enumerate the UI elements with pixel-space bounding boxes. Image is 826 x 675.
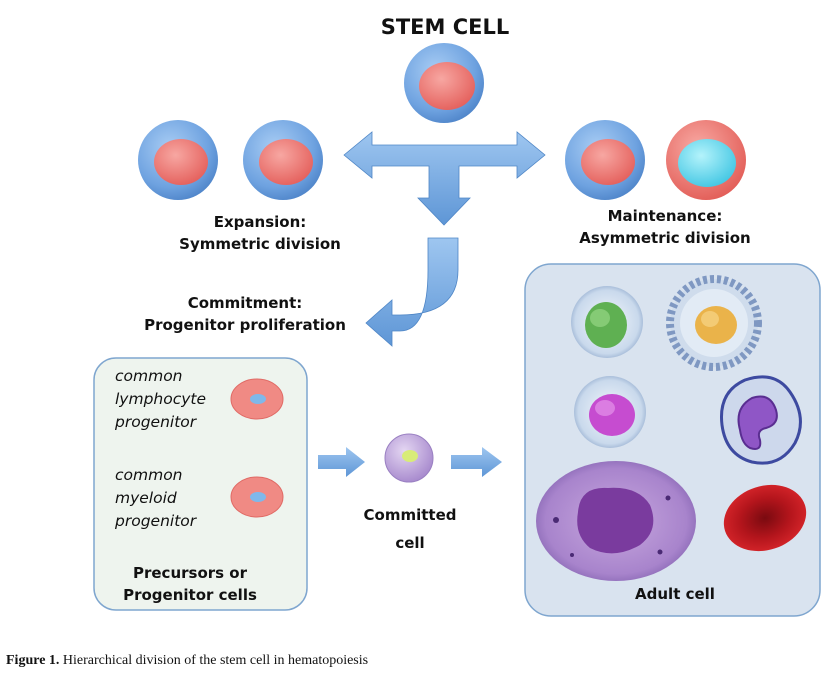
progenitor-box-label-line1: Precursors or <box>132 564 248 582</box>
lymphoid-label-line2: lymphocyte <box>115 390 207 408</box>
asymmetric-stem-cell <box>565 120 645 200</box>
lymphocyte-green-cell <box>571 286 643 358</box>
arrow-to-adult <box>451 447 502 477</box>
maintenance-label-line2: Asymmetric division <box>579 229 751 247</box>
myeloid-label-line1: common <box>115 466 183 484</box>
division-arrow <box>343 131 546 226</box>
expansion-label: Expansion: Symmetric division <box>140 211 380 255</box>
commitment-arrow <box>365 237 459 347</box>
committed-label-line2: cell <box>395 534 425 552</box>
dendritic-yellow-cell <box>666 275 762 371</box>
myeloid-progenitor-cell <box>230 476 284 518</box>
lymphoid-progenitor-cell <box>230 378 284 420</box>
commitment-label-line2: Progenitor proliferation <box>144 316 346 334</box>
expansion-label-line2: Symmetric division <box>179 235 341 253</box>
figure-caption: Figure 1. Hierarchical division of the s… <box>6 653 368 669</box>
progenitor-box-label: Precursors or Progenitor cells <box>100 562 280 606</box>
figure-caption-number: Figure 1. <box>6 653 60 668</box>
committed-cell <box>384 433 434 483</box>
progenitor-box-label-line2: Progenitor cells <box>123 586 257 604</box>
myeloid-label-line3: progenitor <box>115 512 197 530</box>
myeloid-progenitor-label: common myeloid progenitor <box>115 464 196 533</box>
commitment-label-line1: Commitment: <box>187 294 303 312</box>
progenitor-box <box>93 357 308 611</box>
committed-cell-label: Committed cell <box>350 501 470 557</box>
stem-cell-title: STEM CELL <box>380 15 510 39</box>
red-blood-cell <box>723 484 807 552</box>
adult-cell-label: Adult cell <box>635 585 715 603</box>
monocyte-magenta-cell <box>574 376 646 448</box>
neutrophil-cell <box>719 375 802 465</box>
myeloid-label-line2: myeloid <box>115 489 177 507</box>
maintenance-label: Maintenance: Asymmetric division <box>545 205 785 249</box>
lymphoid-label-line3: progenitor <box>115 413 197 431</box>
expansion-label-line1: Expansion: <box>213 213 307 231</box>
megakaryocyte-cell <box>536 461 696 581</box>
stem-cell <box>404 43 484 123</box>
lymphoid-label-line1: common <box>115 367 183 385</box>
lymphoid-progenitor-label: common lymphocyte progenitor <box>115 365 206 434</box>
asymmetric-daughter-cell <box>666 120 746 200</box>
commitment-label: Commitment: Progenitor proliferation <box>125 292 365 336</box>
committed-label-line1: Committed <box>363 506 457 524</box>
maintenance-label-line1: Maintenance: <box>607 207 723 225</box>
symmetric-daughter-cell-1 <box>138 120 218 200</box>
symmetric-daughter-cell-2 <box>243 120 323 200</box>
arrow-to-committed <box>318 447 365 477</box>
figure-caption-text: Hierarchical division of the stem cell i… <box>59 653 369 668</box>
